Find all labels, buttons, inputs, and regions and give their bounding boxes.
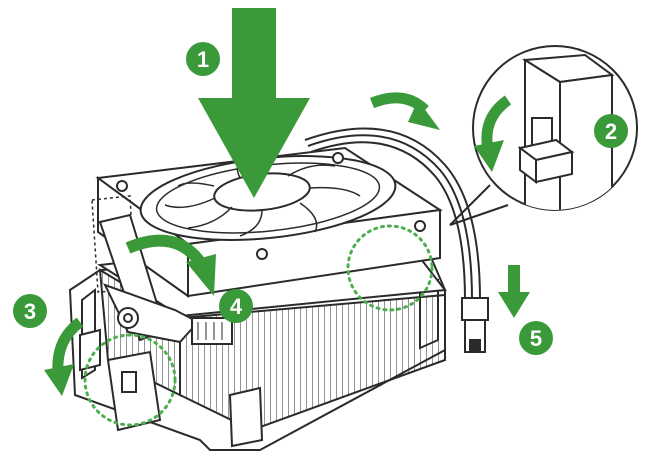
step-badge-2: 2 (594, 114, 628, 148)
step-badge-5: 5 (519, 321, 553, 355)
step-badge-3: 3 (13, 294, 47, 328)
arrow-curved-right-icon (372, 98, 440, 130)
step-badge-1: 1 (186, 42, 220, 76)
step-number-3: 3 (24, 299, 36, 324)
fan-connector (462, 298, 488, 352)
arrow-down-small-icon (498, 265, 530, 318)
step-number-1: 1 (197, 47, 209, 72)
step-number-2: 2 (605, 119, 617, 144)
step-badge-4: 4 (219, 289, 253, 323)
step-number-4: 4 (230, 294, 243, 319)
step-number-5: 5 (530, 326, 542, 351)
